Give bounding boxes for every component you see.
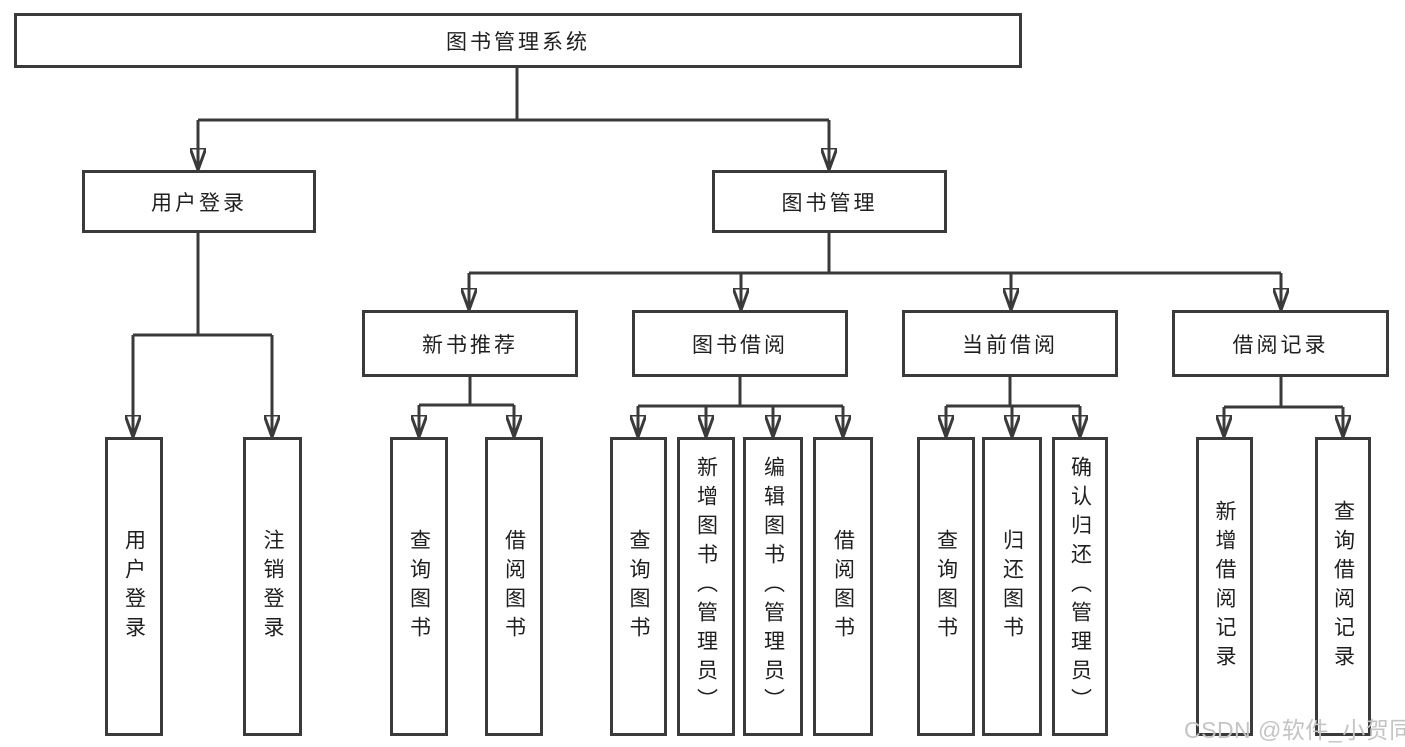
leaf-query-books-current: 查询图书	[917, 437, 975, 736]
leaf-label: 查询借阅记录	[1331, 499, 1355, 674]
leaf-query-books-borrowing: 查询图书	[610, 437, 667, 736]
node-label: 当前借阅	[962, 333, 1058, 357]
node-label: 图书管理	[781, 191, 878, 215]
connector-currentborrow-trunk	[946, 377, 1080, 408]
node-current-borrowing: 当前借阅	[902, 310, 1118, 377]
leaf-borrow-books-borrowing: 借阅图书	[813, 437, 873, 736]
node-book-management: 图书管理	[712, 170, 947, 233]
leaf-add-book-admin: 新增图书（管理员）	[677, 437, 735, 736]
node-label: 借阅记录	[1232, 333, 1329, 357]
node-label: 图书管理系统	[446, 30, 590, 54]
leaf-label: 借阅图书	[502, 528, 526, 645]
leaf-label: 新增借阅记录	[1213, 499, 1236, 674]
node-user-login: 用户登录	[82, 170, 316, 233]
leaf-query-borrow-record: 查询借阅记录	[1315, 437, 1371, 736]
node-label: 用户登录	[151, 191, 247, 215]
leaf-user-login: 用户登录	[105, 437, 163, 736]
leaf-label: 新增图书（管理员）	[694, 456, 718, 717]
connector-borrowrecord-trunk	[1224, 377, 1343, 409]
leaf-add-borrow-record: 新增借阅记录	[1196, 437, 1253, 736]
leaf-label: 注销登录	[261, 528, 284, 645]
connector-bookmgmt-trunk	[469, 232, 1281, 275]
connector-newbook-trunk	[419, 377, 514, 407]
connector-bookborrow-trunk	[638, 377, 843, 408]
connector-root-trunk	[198, 68, 829, 122]
node-new-book-recommend: 新书推荐	[362, 310, 578, 377]
node-label: 图书借阅	[692, 333, 788, 357]
csdn-watermark: CSDN @软件_小贺同学	[1184, 717, 1405, 743]
connector-userlogin-trunk	[133, 232, 272, 337]
leaf-label: 编辑图书（管理员）	[761, 456, 785, 717]
leaf-query-books-recommend: 查询图书	[390, 437, 448, 736]
leaf-label: 查询图书	[934, 528, 958, 645]
leaf-label: 借阅图书	[831, 528, 855, 645]
leaf-label: 查询图书	[627, 528, 650, 645]
leaf-label: 查询图书	[407, 528, 431, 645]
leaf-label: 确认归还（管理员）	[1068, 456, 1092, 717]
node-label: 新书推荐	[422, 333, 518, 357]
leaf-return-book: 归还图书	[982, 437, 1042, 736]
leaf-borrow-books-recommend: 借阅图书	[485, 437, 543, 736]
node-book-borrowing: 图书借阅	[632, 310, 848, 377]
leaf-edit-book-admin: 编辑图书（管理员）	[743, 437, 803, 736]
leaf-logout: 注销登录	[243, 437, 302, 736]
leaf-confirm-return-admin: 确认归还（管理员）	[1052, 437, 1108, 736]
node-library-system: 图书管理系统	[14, 13, 1022, 68]
leaf-label: 归还图书	[1000, 528, 1024, 645]
leaf-label: 用户登录	[122, 528, 146, 645]
node-borrowing-records: 借阅记录	[1172, 310, 1389, 377]
